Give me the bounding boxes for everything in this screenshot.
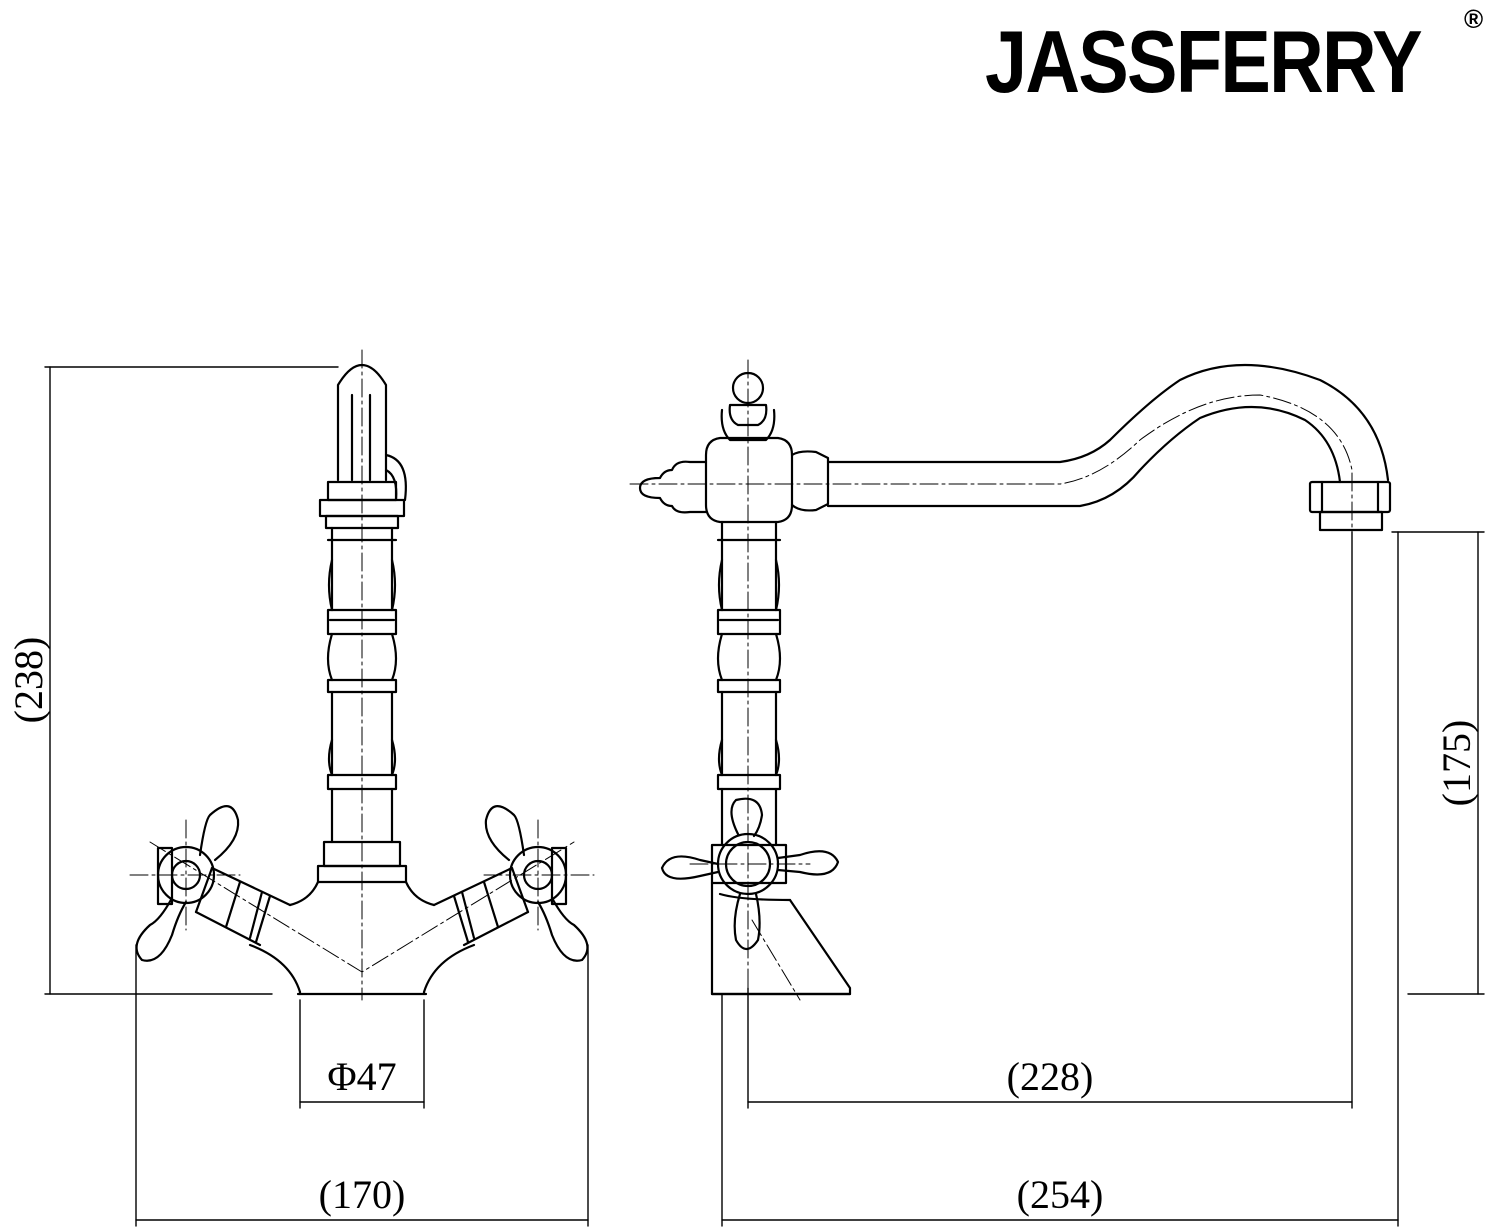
side-view-faucet [638, 363, 1392, 996]
registered-mark: ® [1464, 4, 1484, 34]
centerlines [129, 349, 1353, 1001]
dim-width-front: (170) [319, 1172, 406, 1217]
dim-base-diameter: Φ47 [327, 1054, 396, 1099]
dim-height-total: (238) [6, 637, 51, 724]
dim-depth-total: (254) [1017, 1172, 1104, 1217]
dim-spout-height: (175) [1434, 720, 1479, 807]
dim-spout-reach: (228) [1007, 1054, 1094, 1099]
dimension-lines [44, 366, 1485, 1227]
brand-logo: JASSFERRY [985, 12, 1423, 111]
